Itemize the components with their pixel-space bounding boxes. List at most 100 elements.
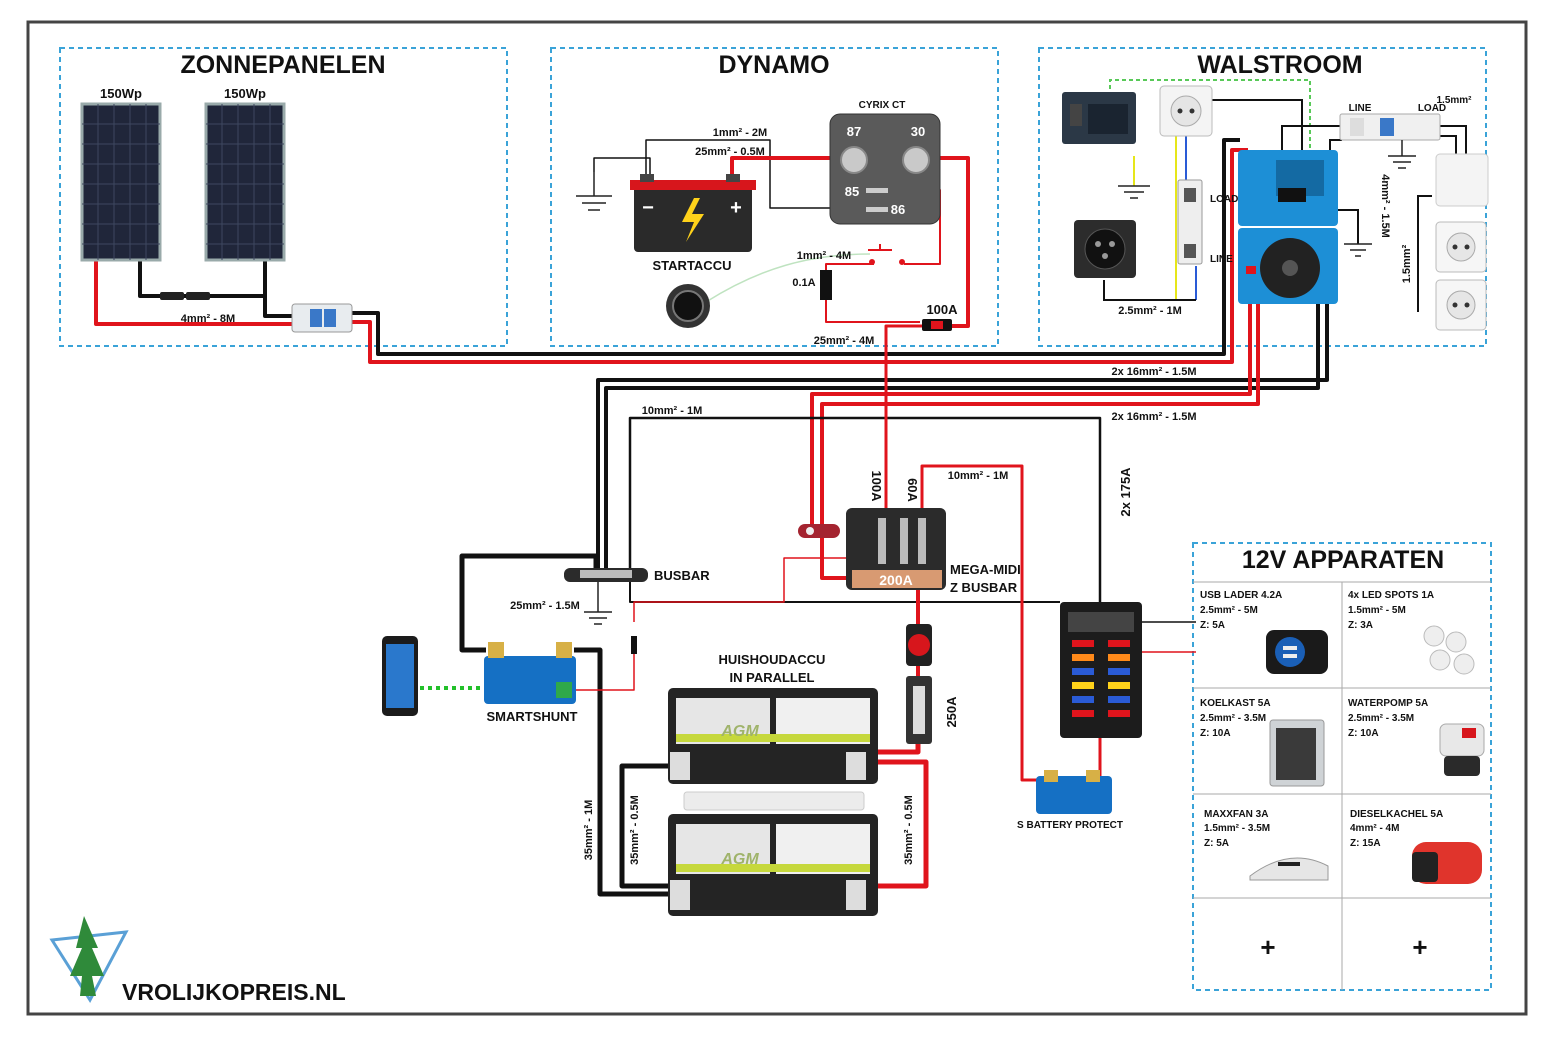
- battery-switch: [906, 624, 932, 666]
- appliance-pump-cable: 2.5mm² - 3.5M: [1348, 713, 1414, 724]
- house-battery-title-1: HUISHOUDACCU: [719, 652, 826, 667]
- fuse-200-label: 200A: [879, 572, 912, 588]
- fuse-250a: [906, 676, 932, 744]
- cyrix-out: [938, 156, 970, 328]
- fuse-100a: [922, 319, 952, 331]
- megamidi-label-1: MEGA-MIDI: [950, 562, 1021, 577]
- wall-socket-top: [1159, 85, 1213, 137]
- cable-35-05a: 35mm² - 0.5M: [629, 795, 641, 865]
- appliance-fridge-name: KOELKAST 5A: [1200, 698, 1271, 709]
- solar-cable-label: 4mm² - 8M: [181, 313, 235, 325]
- dynamo-title: DYNAMO: [718, 51, 829, 79]
- solar-panel-left-label: 150Wp: [100, 86, 142, 101]
- pin-87: 87: [847, 124, 861, 139]
- battery-to-shunt: [574, 647, 680, 897]
- appliance-led-name: 4x LED SPOTS 1A: [1348, 590, 1434, 601]
- startaccu-label: STARTACCU: [653, 258, 732, 273]
- shunt-sense-1: [576, 638, 635, 691]
- fuse-box: [1060, 602, 1142, 738]
- fuse-100a-label: 100A: [926, 302, 958, 317]
- wall-socket-1: [1435, 221, 1487, 273]
- socket-feed: [1417, 195, 1432, 312]
- shore-sockets-cable: 1.5mm²: [1401, 244, 1413, 283]
- appliances-title: 12V APPARATEN: [1242, 546, 1444, 574]
- cable-main-label: 25mm² - 0.5M: [695, 146, 765, 158]
- battery-parallel-negative: [619, 763, 680, 889]
- fridge-icon: [1269, 719, 1325, 787]
- shore-inlet-cable: 2.5mm² - 1M: [1118, 305, 1182, 317]
- negative-busbar: [564, 568, 648, 582]
- agm-label-2: AGM: [720, 851, 759, 868]
- ground-symbol-busbar: [584, 582, 612, 625]
- megamidi-label-2: Z BUSBAR: [950, 580, 1018, 595]
- mega-midi-busbar: [846, 508, 946, 590]
- solar-panel-right: [204, 102, 286, 262]
- shunt-sense-2: [633, 557, 848, 622]
- appliance-fan-name: MAXXFAN 3A: [1204, 809, 1268, 820]
- shore-title: WALSTROOM: [1197, 51, 1362, 79]
- cable-35-1m: 35mm² - 1M: [583, 800, 595, 861]
- pin-30: 30: [911, 124, 925, 139]
- solar-breaker: [291, 303, 353, 333]
- solar-wire-positive: [94, 260, 296, 326]
- solar-title: ZONNEPANELEN: [180, 51, 385, 79]
- appliance-pump-fuse: Z: 10A: [1348, 728, 1379, 739]
- fuse-100-vertical: 100A: [869, 470, 884, 502]
- cable-35-05b: 35mm² - 0.5M: [903, 795, 915, 865]
- cable-16-a: 2x 16mm² - 1.5M: [1112, 366, 1197, 378]
- smartshunt-label: SMARTSHUNT: [487, 709, 578, 724]
- appliance-heater-fuse: Z: 15A: [1350, 838, 1381, 849]
- shore-inlet: [1074, 220, 1136, 278]
- phone: [382, 636, 418, 716]
- fusebox-negative: [628, 416, 1102, 606]
- charger-negative-1: [596, 270, 1329, 572]
- inverter-earth: [1338, 209, 1359, 244]
- switch-fuse-wire: [825, 263, 874, 270]
- busbar-cable-label: 25mm² - 1.5M: [510, 600, 580, 612]
- control-panel: [1062, 92, 1136, 144]
- solar-to-inverter-positive: [352, 148, 1248, 364]
- shore-line-1: [1212, 99, 1303, 170]
- battery-spacer: [683, 791, 865, 811]
- ignition-button: [666, 284, 710, 328]
- cable-out-label: 25mm² - 4M: [814, 335, 875, 347]
- appliance-usb-cable: 2.5mm² - 5M: [1200, 605, 1258, 616]
- dynamo-wiring: [593, 139, 941, 323]
- inverter-cable-label: 4mm² - 1.5M: [1379, 174, 1391, 238]
- fuse-60-vertical: 60A: [905, 478, 920, 502]
- solar-wire-negative: [263, 260, 296, 318]
- appliance-grid: [1193, 581, 1491, 990]
- charger-positive-1: [810, 270, 1252, 530]
- solar-panel-left: [80, 102, 162, 262]
- bp-positive-in: [920, 464, 1040, 782]
- main-wiring: [94, 138, 1329, 897]
- small-fuse: [820, 270, 832, 300]
- cable-10-bp: 10mm² - 1M: [948, 470, 1009, 482]
- appliance-usb-fuse: Z: 5A: [1200, 620, 1225, 631]
- charger-positive-2: [820, 270, 1260, 580]
- fuse-175-label: 2x 175A: [1118, 467, 1133, 517]
- appliance-pump-name: WATERPOMP 5A: [1348, 698, 1428, 709]
- diesel-heater-icon: [1412, 842, 1482, 884]
- relay-switch-symbol: [868, 244, 905, 265]
- ground-symbol-inverter: [1344, 243, 1372, 257]
- small-fuse-label: 0.1A: [792, 277, 815, 289]
- shore-load-label: LOAD: [1210, 194, 1238, 205]
- cyrix-relay: [829, 113, 941, 225]
- agm-label-1: AGM: [720, 723, 759, 740]
- appliance-heater-name: DIESELKACHEL 5A: [1350, 809, 1443, 820]
- battery-minus-sign: −: [642, 197, 654, 219]
- cable-lug: [798, 524, 840, 538]
- startaccu-to-relay: [730, 156, 850, 180]
- shore-breaker-2: [1339, 113, 1441, 141]
- battery-protect-label: S BATTERY PROTECT: [1017, 820, 1123, 831]
- fuse-250-label: 250A: [944, 696, 959, 728]
- house-battery-2: [668, 814, 878, 916]
- small-fuse-wire: [825, 300, 920, 323]
- add-appliance-right[interactable]: +: [1412, 932, 1427, 962]
- cyrix-label: CYRIX CT: [859, 100, 906, 111]
- add-appliance-left[interactable]: +: [1260, 932, 1275, 962]
- start-battery: [630, 174, 756, 252]
- ground-symbol-shore-left: [1118, 185, 1150, 199]
- inlet-line: [1103, 280, 1196, 301]
